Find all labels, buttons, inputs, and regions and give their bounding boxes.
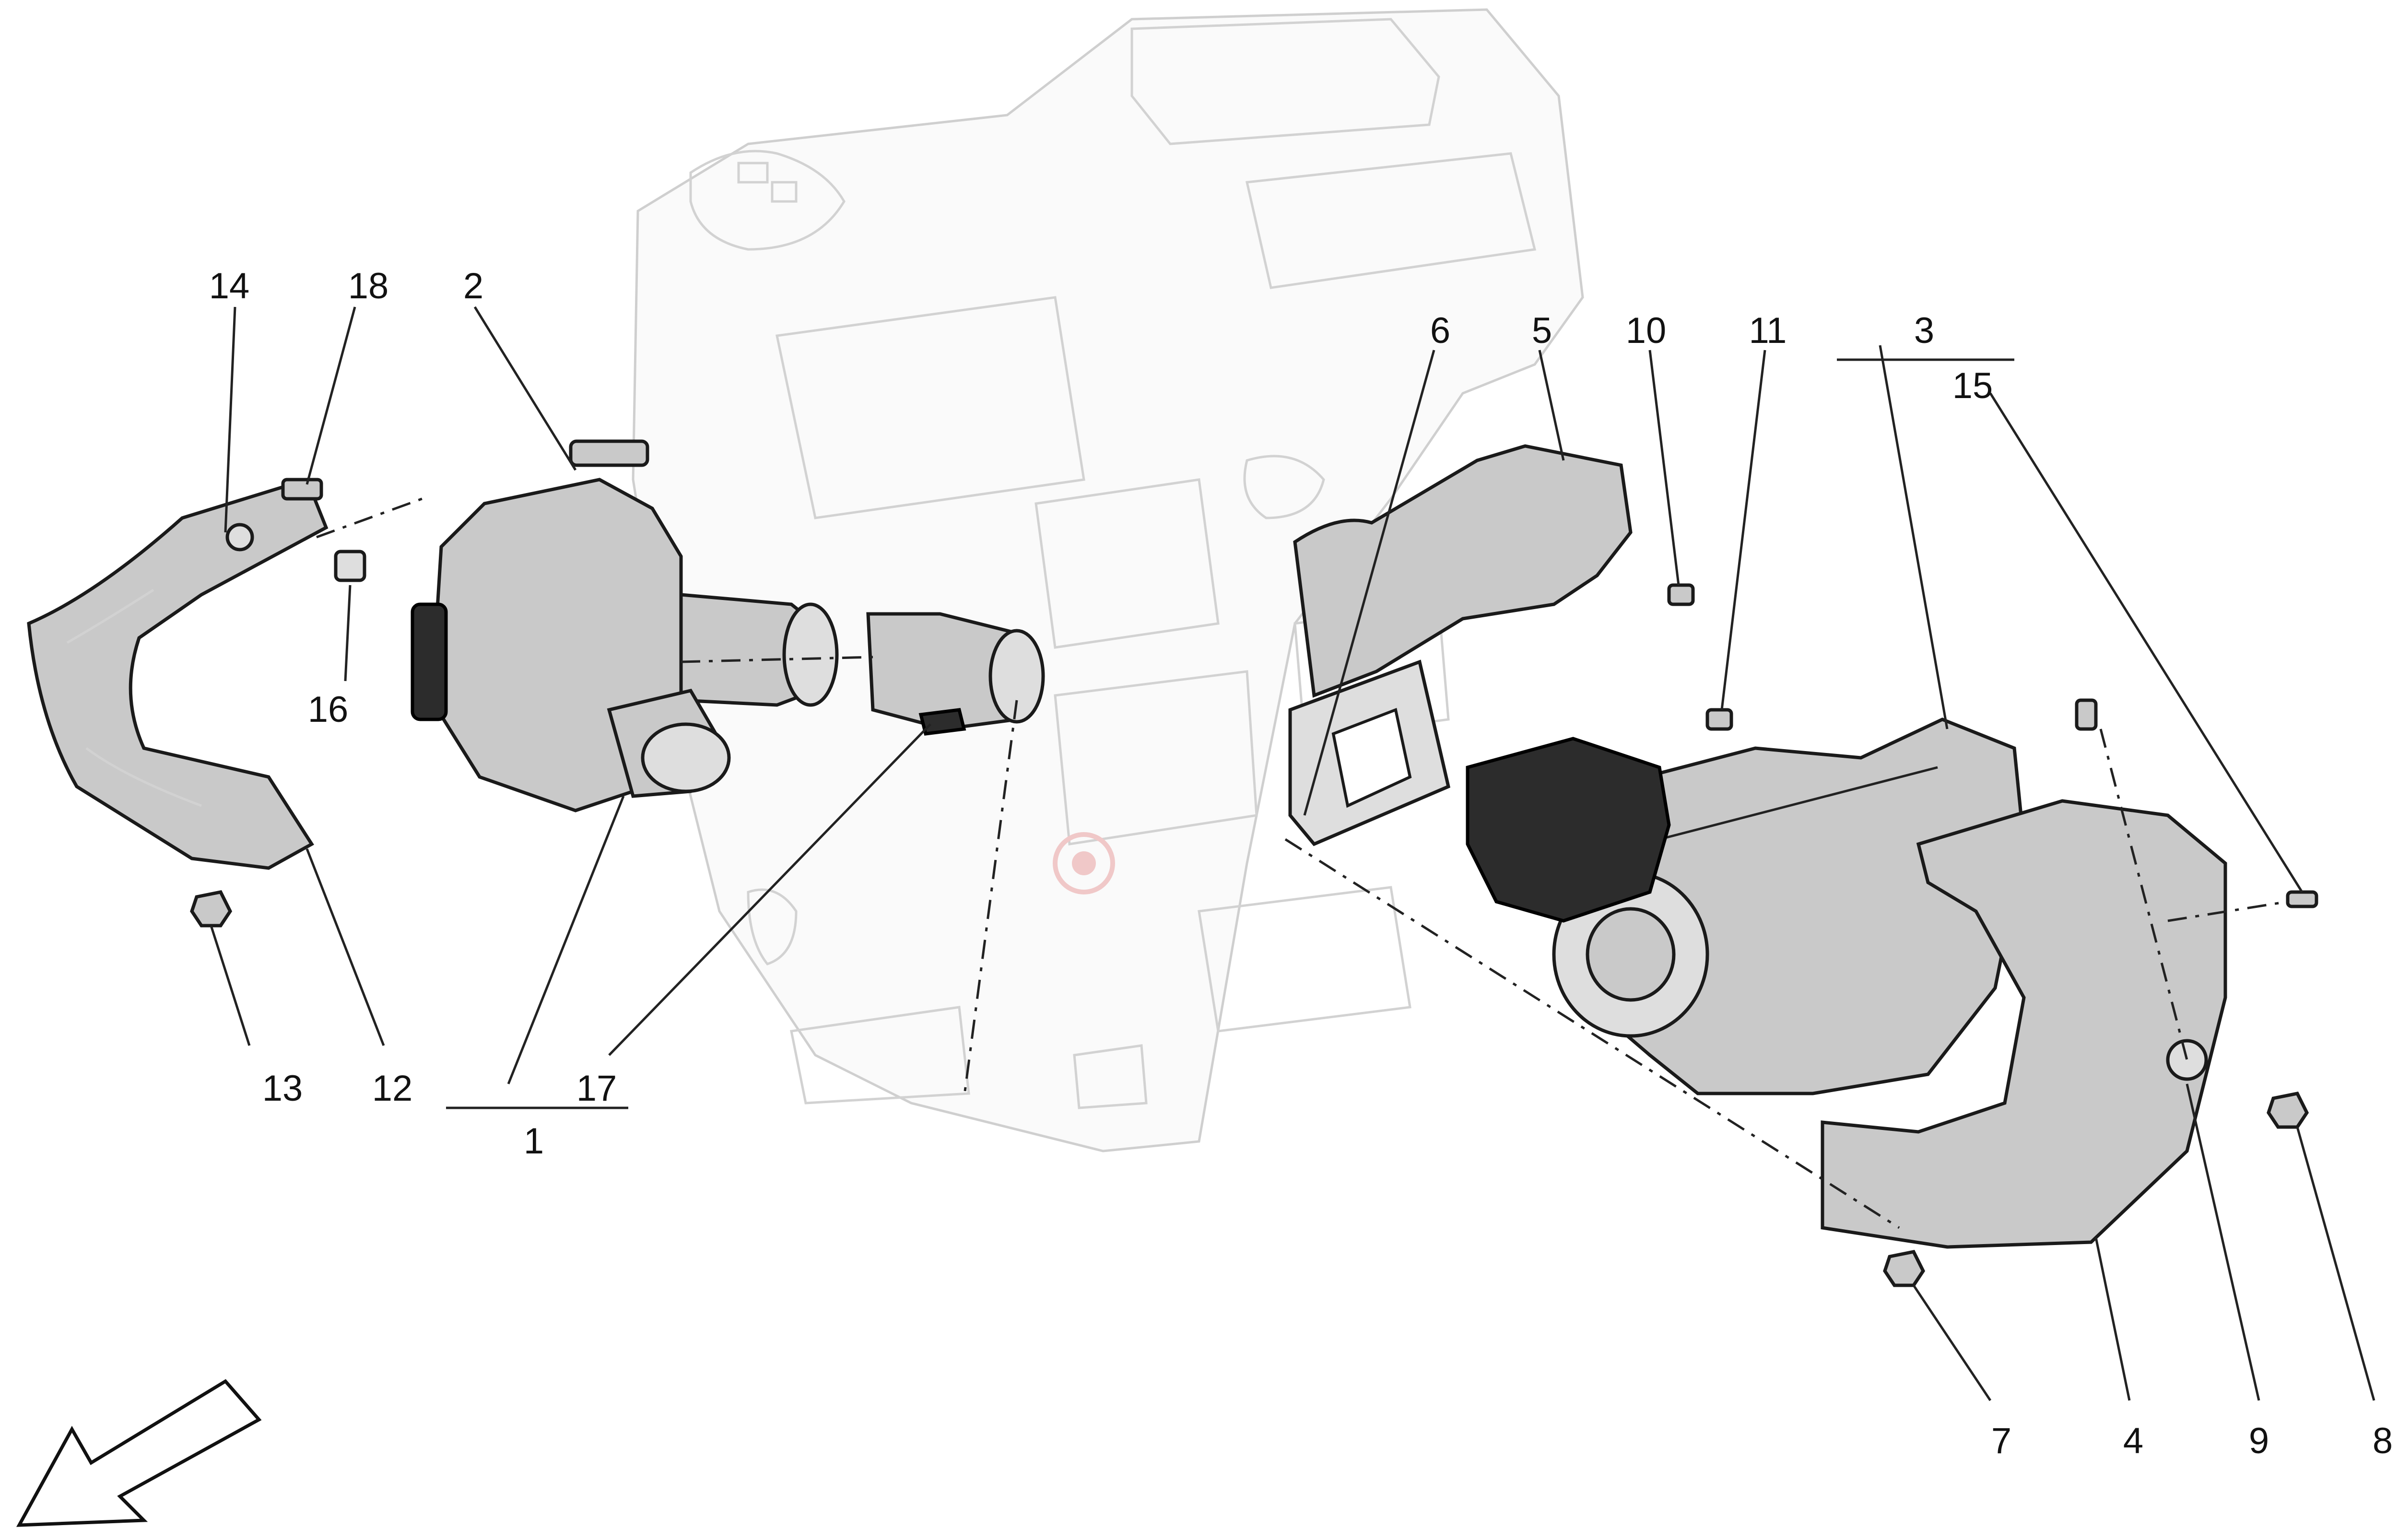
turbo-heat-shield (1821, 799, 2227, 1249)
arrow-down-left-icon (16, 1379, 262, 1527)
assembly-axis-lines (316, 497, 2288, 1229)
hose-connector-17 (866, 612, 1045, 736)
callout-1: 1 (524, 1121, 544, 1162)
watermark-logo-icon (1053, 832, 1115, 894)
bolt-11 (1705, 708, 1733, 731)
spacer-9 (2166, 1039, 2208, 1081)
nut-7 (1883, 1250, 1926, 1287)
bolt-10 (1667, 583, 1695, 606)
callout-10: 10 (1626, 310, 1667, 351)
callout-4: 4 (2123, 1421, 2143, 1461)
stud-15 (2286, 890, 2318, 908)
leader-lines (210, 306, 2375, 1401)
bushing-16 (334, 550, 366, 582)
screw-18 (281, 478, 323, 501)
callout-9: 9 (2249, 1421, 2269, 1461)
screw-14 (225, 523, 254, 552)
heat-shield-left (27, 477, 329, 870)
callout-12: 12 (372, 1068, 413, 1109)
callout-6: 6 (1430, 310, 1450, 351)
callout-labels: 14 18 2 16 13 12 17 1 6 5 10 11 3 15 7 4… (209, 266, 2393, 1461)
callout-5: 5 (1532, 310, 1552, 351)
callout-8: 8 (2373, 1421, 2393, 1461)
callout-7: 7 (1991, 1421, 2011, 1461)
stud-4-top (2075, 698, 2098, 731)
heat-shield-right (1293, 444, 1633, 698)
callout-3: 3 (1914, 310, 1934, 351)
callout-11: 11 (1749, 310, 1787, 351)
nut-13 (190, 890, 233, 928)
gasket-6 (1288, 659, 1451, 846)
wastegate-actuator (1466, 737, 1671, 923)
callout-17: 17 (576, 1068, 617, 1109)
electric-water-pump (411, 439, 839, 812)
heat-shield-left-inner (66, 588, 202, 807)
callout-18: 18 (348, 266, 389, 306)
nut-8 (2267, 1092, 2309, 1129)
callout-16: 16 (308, 689, 349, 730)
callout-13: 13 (262, 1068, 303, 1109)
turbocharger (1552, 717, 2026, 1095)
engine-block-background (632, 8, 1584, 1152)
callout-14: 14 (209, 266, 250, 306)
callout-2: 2 (463, 266, 483, 306)
callout-15: 15 (1952, 365, 1993, 406)
